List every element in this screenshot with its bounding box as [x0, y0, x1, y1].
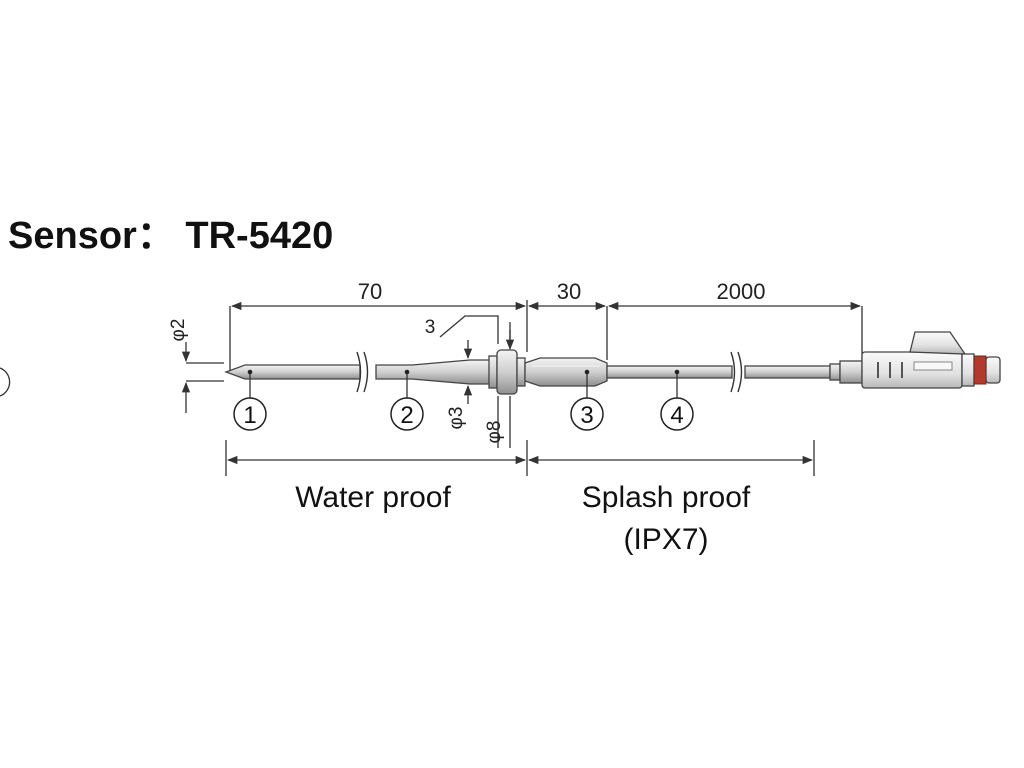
part-marker-1: 1	[233, 397, 267, 431]
tip-diameter-label: φ2	[168, 319, 189, 342]
part-leaders	[247, 369, 680, 398]
ipx7-label: (IPX7)	[623, 523, 708, 556]
step-leader	[439, 315, 515, 351]
step-label: 3	[425, 317, 436, 338]
part-number-3: 3	[580, 402, 593, 429]
part-number-1: 1	[243, 402, 256, 429]
part-marker-3: 3	[570, 397, 604, 431]
part-marker-2: 2	[390, 397, 424, 431]
diameter-lines	[463, 340, 511, 448]
dimension-70: 70	[358, 279, 382, 304]
shaft-diameter-label: φ3	[446, 407, 467, 430]
part-number-4: 4	[670, 402, 683, 429]
water-proof-label: Water proof	[295, 481, 451, 514]
clipped-circle-fragment	[0, 367, 11, 397]
sensor-title: Sensor： TR-5420	[8, 215, 333, 257]
dimension-2000: 2000	[717, 279, 766, 304]
zone-dimension-lines	[225, 440, 815, 476]
dimension-30: 30	[557, 279, 581, 304]
part-marker-4: 4	[660, 397, 694, 431]
probe	[224, 331, 1001, 395]
tip-diameter-lines	[181, 342, 224, 413]
splash-proof-label: Splash proof	[582, 481, 751, 514]
top-dimension-lines	[229, 300, 863, 372]
part-number-2: 2	[400, 402, 413, 429]
flange-diameter-label: φ8	[484, 421, 505, 444]
